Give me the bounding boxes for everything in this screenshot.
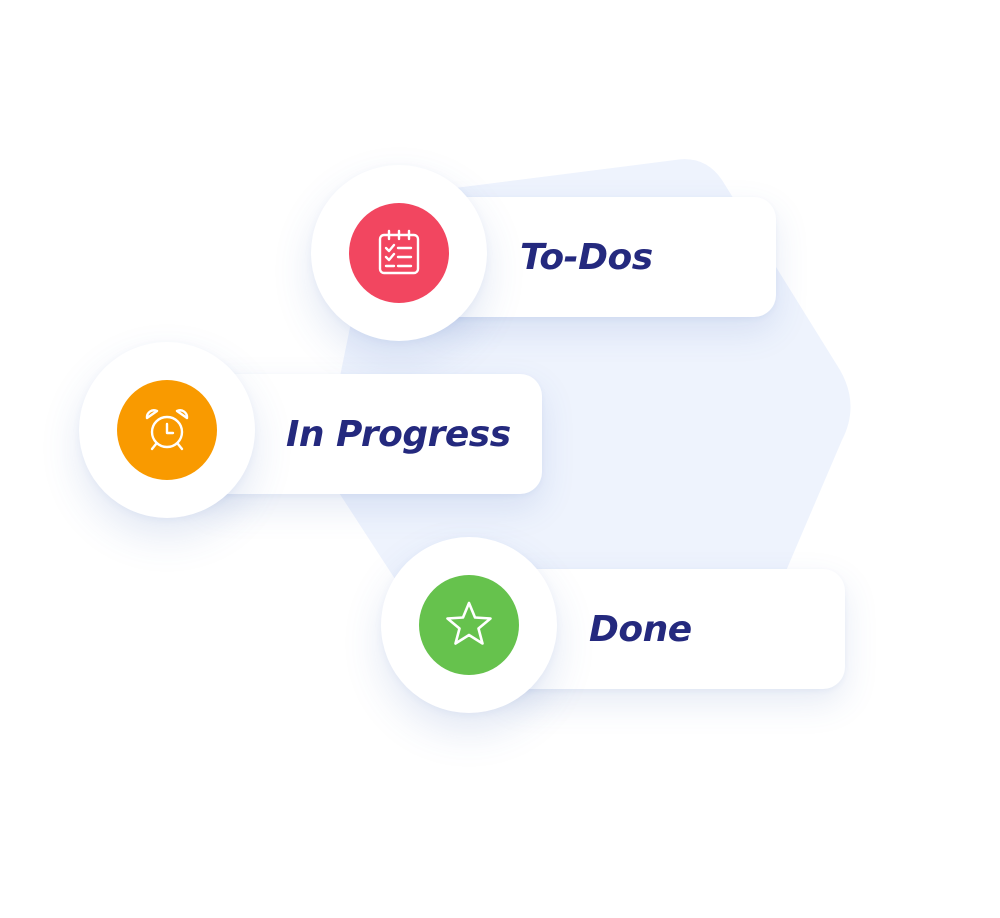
- stage-icon-bubble-todo: [311, 165, 487, 341]
- stage-card-in-progress[interactable]: [198, 374, 542, 494]
- calendar-checklist-icon: [378, 229, 420, 275]
- stage-icon-badge-in-progress: [117, 380, 217, 480]
- stage-label-done: Done: [589, 609, 692, 650]
- stage-icon-badge-todo: [349, 203, 449, 303]
- star-icon: [446, 601, 492, 645]
- stage-icon-bubble-done: [381, 537, 557, 713]
- stage-card-todo[interactable]: [430, 197, 776, 317]
- stage-icon-bubble-in-progress: [79, 342, 255, 518]
- alarm-clock-icon: [145, 409, 189, 451]
- stage-label-todo: To-Dos: [520, 237, 653, 278]
- stage-label-in-progress: In Progress: [286, 414, 511, 455]
- stage-icon-badge-done: [419, 575, 519, 675]
- stage-card-done[interactable]: [500, 569, 845, 689]
